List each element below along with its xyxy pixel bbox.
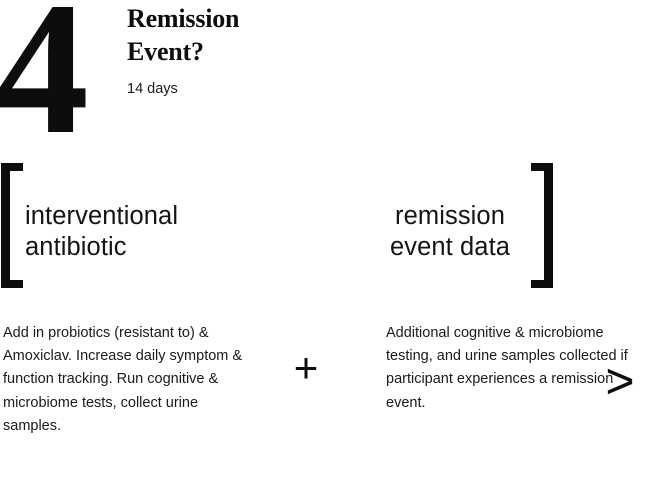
bracket-open-icon bbox=[1, 163, 23, 288]
description-remission-event-data: Additional cognitive & microbiome testin… bbox=[386, 325, 628, 411]
bracket-close-icon bbox=[531, 163, 553, 288]
description-interventional-antibiotic: Add in probiotics (resistant to) & Amoxi… bbox=[3, 325, 243, 434]
equation-row: interventional antibiotic remission even… bbox=[0, 155, 652, 409]
page-title: Remission Event? bbox=[127, 4, 240, 67]
term-remission-event-data: remission event data bbox=[389, 202, 511, 262]
step-number: 4 bbox=[0, 0, 89, 174]
phase-duration: 14 days bbox=[127, 80, 178, 97]
chevron-right-icon: > bbox=[605, 353, 635, 409]
bracket-group: interventional antibiotic remission even… bbox=[0, 163, 554, 293]
term-interventional-antibiotic: interventional antibiotic bbox=[25, 202, 179, 262]
plus-operator-icon: + bbox=[293, 344, 319, 391]
heading-block: Remission Event? 14 days bbox=[127, 2, 387, 98]
